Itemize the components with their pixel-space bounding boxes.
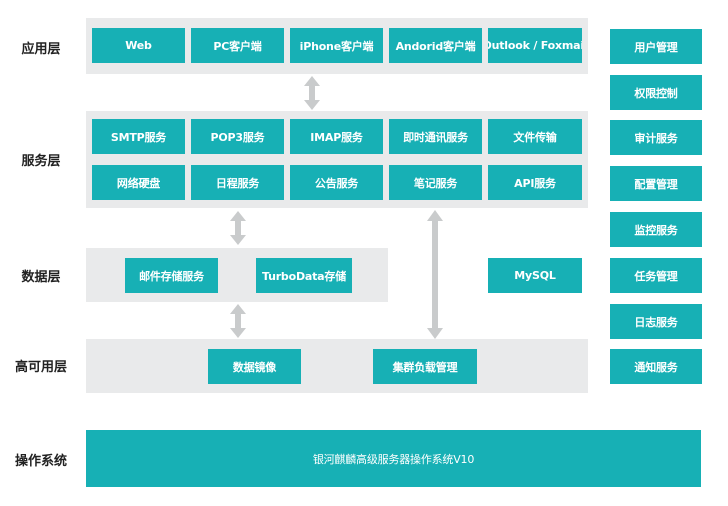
layer-label-os: 操作系统 [14,454,67,469]
side-item-audit-service: 审计服务 [610,120,702,155]
layer-label-service: 服务层 [21,154,61,169]
service-item-calendar: 日程服务 [191,165,284,200]
data-item-turbodata: TurboData存储 [256,258,352,293]
service-item-notes: 笔记服务 [389,165,482,200]
os-bar: 银河麒麟高级服务器操作系统V10 [86,430,701,487]
layer-label-ha: 高可用层 [14,360,67,375]
data-item-mysql: MySQL [488,258,582,293]
service-item-smtp: SMTP服务 [92,119,185,154]
ha-item-data-mirror: 数据镜像 [208,349,301,384]
ha-item-cluster-lb: 集群负载管理 [373,349,477,384]
side-item-user-management: 用户管理 [610,29,702,64]
app-item-iphone-client: iPhone客户端 [290,28,383,63]
ha-layer-band [86,339,588,393]
side-item-log-service: 日志服务 [610,304,702,339]
app-item-android-client: Andorid客户端 [389,28,482,63]
app-item-outlook-foxmail: Outlook / Foxmail [488,28,582,63]
arrow-service-ha [427,210,443,339]
service-item-netdisk: 网络硬盘 [92,165,185,200]
app-item-pc-client: PC客户端 [191,28,284,63]
service-item-api: API服务 [488,165,582,200]
side-item-notify-service: 通知服务 [610,349,702,384]
side-item-permission-control: 权限控制 [610,75,702,110]
side-item-config-management: 配置管理 [610,166,702,201]
data-item-mail-storage: 邮件存储服务 [125,258,218,293]
side-item-task-management: 任务管理 [610,258,702,293]
arrow-service-data [230,211,246,245]
layer-label-app: 应用层 [21,42,61,57]
service-item-announcement: 公告服务 [290,165,383,200]
arrow-app-service [304,76,320,110]
side-item-monitor-service: 监控服务 [610,212,702,247]
layer-label-data: 数据层 [21,270,61,285]
arrow-data-ha [230,304,246,338]
service-item-pop3: POP3服务 [191,119,284,154]
service-item-file-transfer: 文件传输 [488,119,582,154]
app-item-web: Web [92,28,185,63]
service-item-imap: IMAP服务 [290,119,383,154]
service-item-im: 即时通讯服务 [389,119,482,154]
